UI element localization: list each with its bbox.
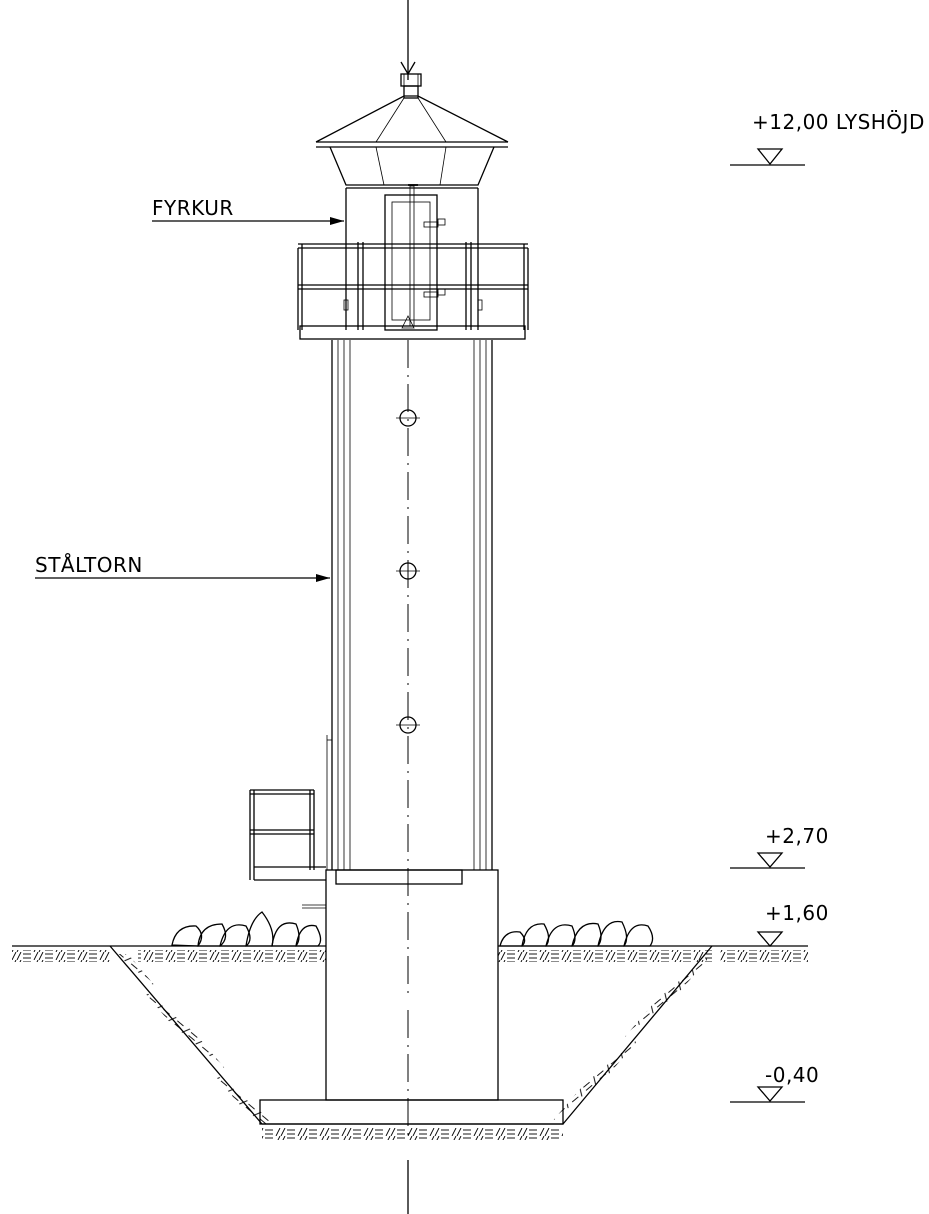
porthole-upper <box>396 409 420 427</box>
rock-fill <box>171 911 654 947</box>
label-fyrkur: FYRKUR <box>152 196 344 225</box>
steel-tower <box>326 340 493 870</box>
porthole-middle <box>396 562 420 580</box>
porthole-lower <box>396 716 420 734</box>
level-label-platform: +2,70 <box>765 824 829 848</box>
level-marker-platform: +2,70 <box>730 824 829 869</box>
ground-section <box>12 945 808 1140</box>
level-label-foundation-bottom: -0,40 <box>765 1063 819 1087</box>
label-staltorn: STÅLTORN <box>35 553 330 582</box>
level-marker-ground: +1,60 <box>756 901 829 947</box>
platform-railing <box>297 242 529 340</box>
staltorn-label: STÅLTORN <box>35 553 143 577</box>
level-marker-light-height: +12,00 LYSHÖJD <box>730 110 925 166</box>
center-line <box>400 0 416 1214</box>
level-marker-foundation-bottom: -0,40 <box>730 1063 819 1103</box>
access-platform <box>249 789 326 909</box>
level-label-light-height: +12,00 LYSHÖJD <box>752 110 925 134</box>
lantern-house <box>315 73 509 331</box>
fyrkur-label: FYRKUR <box>152 196 234 220</box>
level-label-ground: +1,60 <box>765 901 829 925</box>
